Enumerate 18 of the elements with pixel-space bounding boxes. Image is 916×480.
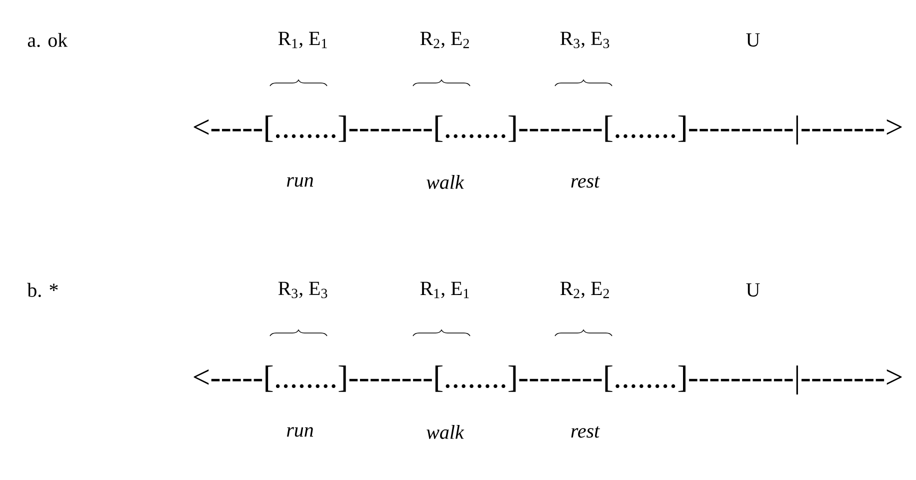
interval-label: R$_{1}$, E$_{1}$: [278, 32, 327, 48]
timeline: <-----[........]--------[........]--------[........]----------|-------->: [194, 116, 902, 144]
event-word: run: [286, 177, 314, 187]
interval-label: U: [746, 33, 760, 47]
example-label: a. ok: [28, 32, 68, 48]
event-word: walk: [426, 424, 464, 439]
event-word: rest: [571, 426, 600, 438]
event-word: walk: [426, 174, 464, 189]
interval-label: U: [746, 283, 760, 297]
example-label: b. *: [27, 282, 58, 298]
event-word: rest: [571, 176, 600, 188]
interval-label: R$_{1}$, E$_{1}$: [420, 282, 469, 298]
interval-label: R$_{2}$, E$_{2}$: [560, 282, 609, 298]
event-word: run: [286, 427, 314, 437]
interval-label: R$_{2}$, E$_{2}$: [420, 32, 469, 48]
timeline: <-----[........]--------[........]--------[........]----------|-------->: [194, 366, 902, 394]
interval-label: R$_{3}$, E$_{3}$: [560, 32, 610, 48]
interval-label: R$_{3}$, E$_{3}$: [278, 282, 328, 298]
